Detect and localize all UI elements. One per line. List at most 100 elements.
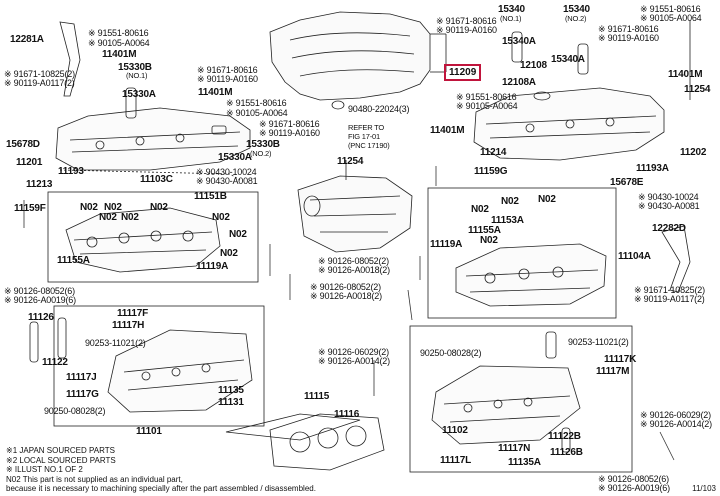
part-label[interactable]: ※ 90126-A0019(6) bbox=[4, 295, 76, 305]
part-label[interactable]: 11122B bbox=[548, 431, 581, 442]
part-label[interactable]: (NO.2) bbox=[565, 14, 587, 23]
part-label[interactable]: (NO.2) bbox=[250, 149, 272, 158]
part-label[interactable]: 90480-22024(3) bbox=[348, 104, 410, 114]
part-label[interactable]: 11254 bbox=[684, 84, 711, 95]
part-label[interactable]: 11254 bbox=[337, 156, 364, 167]
part-label[interactable]: ※ 91551-80616 bbox=[88, 28, 149, 38]
part-label[interactable]: ※ 90126-A0014(2) bbox=[640, 419, 712, 429]
part-label[interactable]: ※ 91671-80616 bbox=[436, 16, 497, 26]
part-label[interactable]: 15340 bbox=[563, 4, 590, 15]
part-label[interactable]: ※ 91551-80616 bbox=[456, 92, 517, 102]
part-label[interactable]: ※ 90126-08052(2) bbox=[310, 282, 381, 292]
part-label[interactable]: 90250-08028(2) bbox=[44, 406, 106, 416]
part-label[interactable]: 12281A bbox=[10, 34, 44, 45]
part-label[interactable]: REFER TO bbox=[348, 123, 385, 132]
part-label[interactable]: ※ 90119-A0160 bbox=[436, 25, 497, 35]
part-label[interactable]: ※ 91671-10825(2) bbox=[4, 69, 75, 79]
part-label[interactable]: 11117H bbox=[112, 320, 145, 331]
part-label[interactable]: ※ 90126-A0014(2) bbox=[318, 356, 390, 366]
part-label[interactable]: ※ 90126-A0019(6) bbox=[598, 483, 670, 493]
part-label[interactable]: ※ 90126-A0018(2) bbox=[318, 265, 390, 275]
part-label[interactable]: N02 bbox=[501, 196, 519, 207]
part-label[interactable]: ※ 90105-A0064 bbox=[456, 101, 518, 111]
part-label[interactable]: 11131 bbox=[218, 397, 244, 408]
part-label[interactable]: ※ 90126-08052(6) bbox=[4, 286, 75, 296]
part-label[interactable]: (NO.1) bbox=[500, 14, 522, 23]
part-label[interactable]: ※ 91671-10825(2) bbox=[634, 285, 705, 295]
part-label[interactable]: 11103C bbox=[140, 174, 173, 185]
part-label[interactable]: 11117L bbox=[440, 455, 472, 466]
part-label[interactable]: 90253-11021(2) bbox=[85, 338, 146, 348]
part-label[interactable]: ※ 90430-A0081 bbox=[196, 176, 258, 186]
part-label[interactable]: ※ 90126-06029(2) bbox=[318, 347, 389, 357]
part-label[interactable]: 15340A bbox=[502, 36, 536, 47]
part-label[interactable]: 11126 bbox=[28, 312, 54, 323]
part-label[interactable]: 11117M bbox=[596, 366, 630, 377]
part-label[interactable]: 12282D bbox=[652, 223, 686, 234]
part-label[interactable]: ※ 90126-A0018(2) bbox=[310, 291, 382, 301]
part-label[interactable]: N02 bbox=[220, 248, 238, 259]
part-label[interactable]: 11119A bbox=[430, 239, 463, 250]
part-label[interactable]: ※ 90119-A0160 bbox=[259, 128, 320, 138]
part-label[interactable]: 11193 bbox=[58, 166, 84, 177]
part-label[interactable]: 11115 bbox=[304, 391, 330, 402]
part-label[interactable]: 11117F bbox=[117, 308, 149, 319]
part-label[interactable]: 11401M bbox=[430, 125, 465, 136]
part-label[interactable]: ※ 90126-08052(6) bbox=[598, 474, 669, 484]
part-label[interactable]: 11193A bbox=[636, 163, 669, 174]
part-label[interactable]: ※ 90105-A0064 bbox=[640, 13, 702, 23]
part-label[interactable]: ※ 90119-A0117(2) bbox=[4, 78, 75, 88]
part-label[interactable]: N02 bbox=[212, 212, 230, 223]
part-label[interactable]: 11102 bbox=[442, 425, 468, 436]
part-label[interactable]: 15678E bbox=[610, 177, 644, 188]
part-label[interactable]: 11126B bbox=[550, 447, 583, 458]
part-label[interactable]: ※ 91671-80616 bbox=[598, 24, 659, 34]
part-label[interactable]: 11401M bbox=[102, 49, 137, 60]
part-label[interactable]: ※ 90119-A0117(2) bbox=[634, 294, 705, 304]
part-label[interactable]: ※ 90430-10024 bbox=[196, 167, 257, 177]
part-label[interactable]: N02 bbox=[229, 229, 247, 240]
part-label[interactable]: 11202 bbox=[680, 147, 707, 158]
part-label[interactable]: (PNC 17190) bbox=[348, 141, 390, 150]
part-label[interactable]: ※ 90126-06029(2) bbox=[640, 410, 711, 420]
part-label[interactable]: 11214 bbox=[480, 147, 507, 158]
part-label[interactable]: 11104A bbox=[618, 251, 651, 262]
part-label[interactable]: N02 bbox=[121, 212, 139, 223]
part-label[interactable]: ※ 90126-08052(2) bbox=[318, 256, 389, 266]
part-label[interactable]: 15330A bbox=[122, 89, 156, 100]
part-label[interactable]: 11117K bbox=[604, 354, 637, 365]
part-label[interactable]: N02 bbox=[150, 202, 168, 213]
part-label[interactable]: ※ 90430-10024 bbox=[638, 192, 699, 202]
part-label[interactable]: N02 bbox=[80, 202, 98, 213]
part-label[interactable]: ※ 90430-A0081 bbox=[638, 201, 700, 211]
part-label[interactable]: 11213 bbox=[26, 179, 53, 190]
highlighted-part-number[interactable]: 11209 bbox=[444, 64, 482, 81]
part-label[interactable]: 90253-11021(2) bbox=[568, 337, 629, 347]
part-label[interactable]: 11116 bbox=[334, 409, 360, 420]
part-label[interactable]: 15330A bbox=[218, 152, 252, 163]
part-label[interactable]: 11159F bbox=[14, 203, 46, 214]
part-label[interactable]: ※ 90119-A0160 bbox=[197, 74, 258, 84]
part-label[interactable]: 11117N bbox=[498, 443, 531, 454]
part-label[interactable]: N02 bbox=[480, 235, 498, 246]
part-label[interactable]: N02 bbox=[471, 204, 489, 215]
part-label[interactable]: 15340 bbox=[498, 4, 525, 15]
part-label[interactable]: ※ 91671-80616 bbox=[259, 119, 320, 129]
part-label[interactable]: ※ 91671-80616 bbox=[197, 65, 258, 75]
part-label[interactable]: N02 bbox=[538, 194, 556, 205]
part-label[interactable]: 11135A bbox=[508, 457, 541, 468]
part-label[interactable]: N02 bbox=[104, 202, 122, 213]
part-label[interactable]: 11101 bbox=[136, 426, 162, 437]
part-label[interactable]: 11135 bbox=[218, 385, 244, 396]
part-label[interactable]: 11155A bbox=[468, 225, 501, 236]
part-label[interactable]: 12108A bbox=[502, 77, 536, 88]
part-label[interactable]: 11117J bbox=[66, 372, 97, 383]
part-label[interactable]: 15340A bbox=[551, 54, 585, 65]
part-label[interactable]: 11201 bbox=[16, 157, 43, 168]
part-label[interactable]: 11151B bbox=[194, 191, 227, 202]
part-label[interactable]: 15330B bbox=[246, 139, 280, 150]
part-label[interactable]: (NO.1) bbox=[126, 71, 148, 80]
part-label[interactable]: 90250-08028(2) bbox=[420, 348, 482, 358]
part-label[interactable]: 11401M bbox=[198, 87, 233, 98]
part-label[interactable]: ※ 90105-A0064 bbox=[226, 108, 288, 118]
